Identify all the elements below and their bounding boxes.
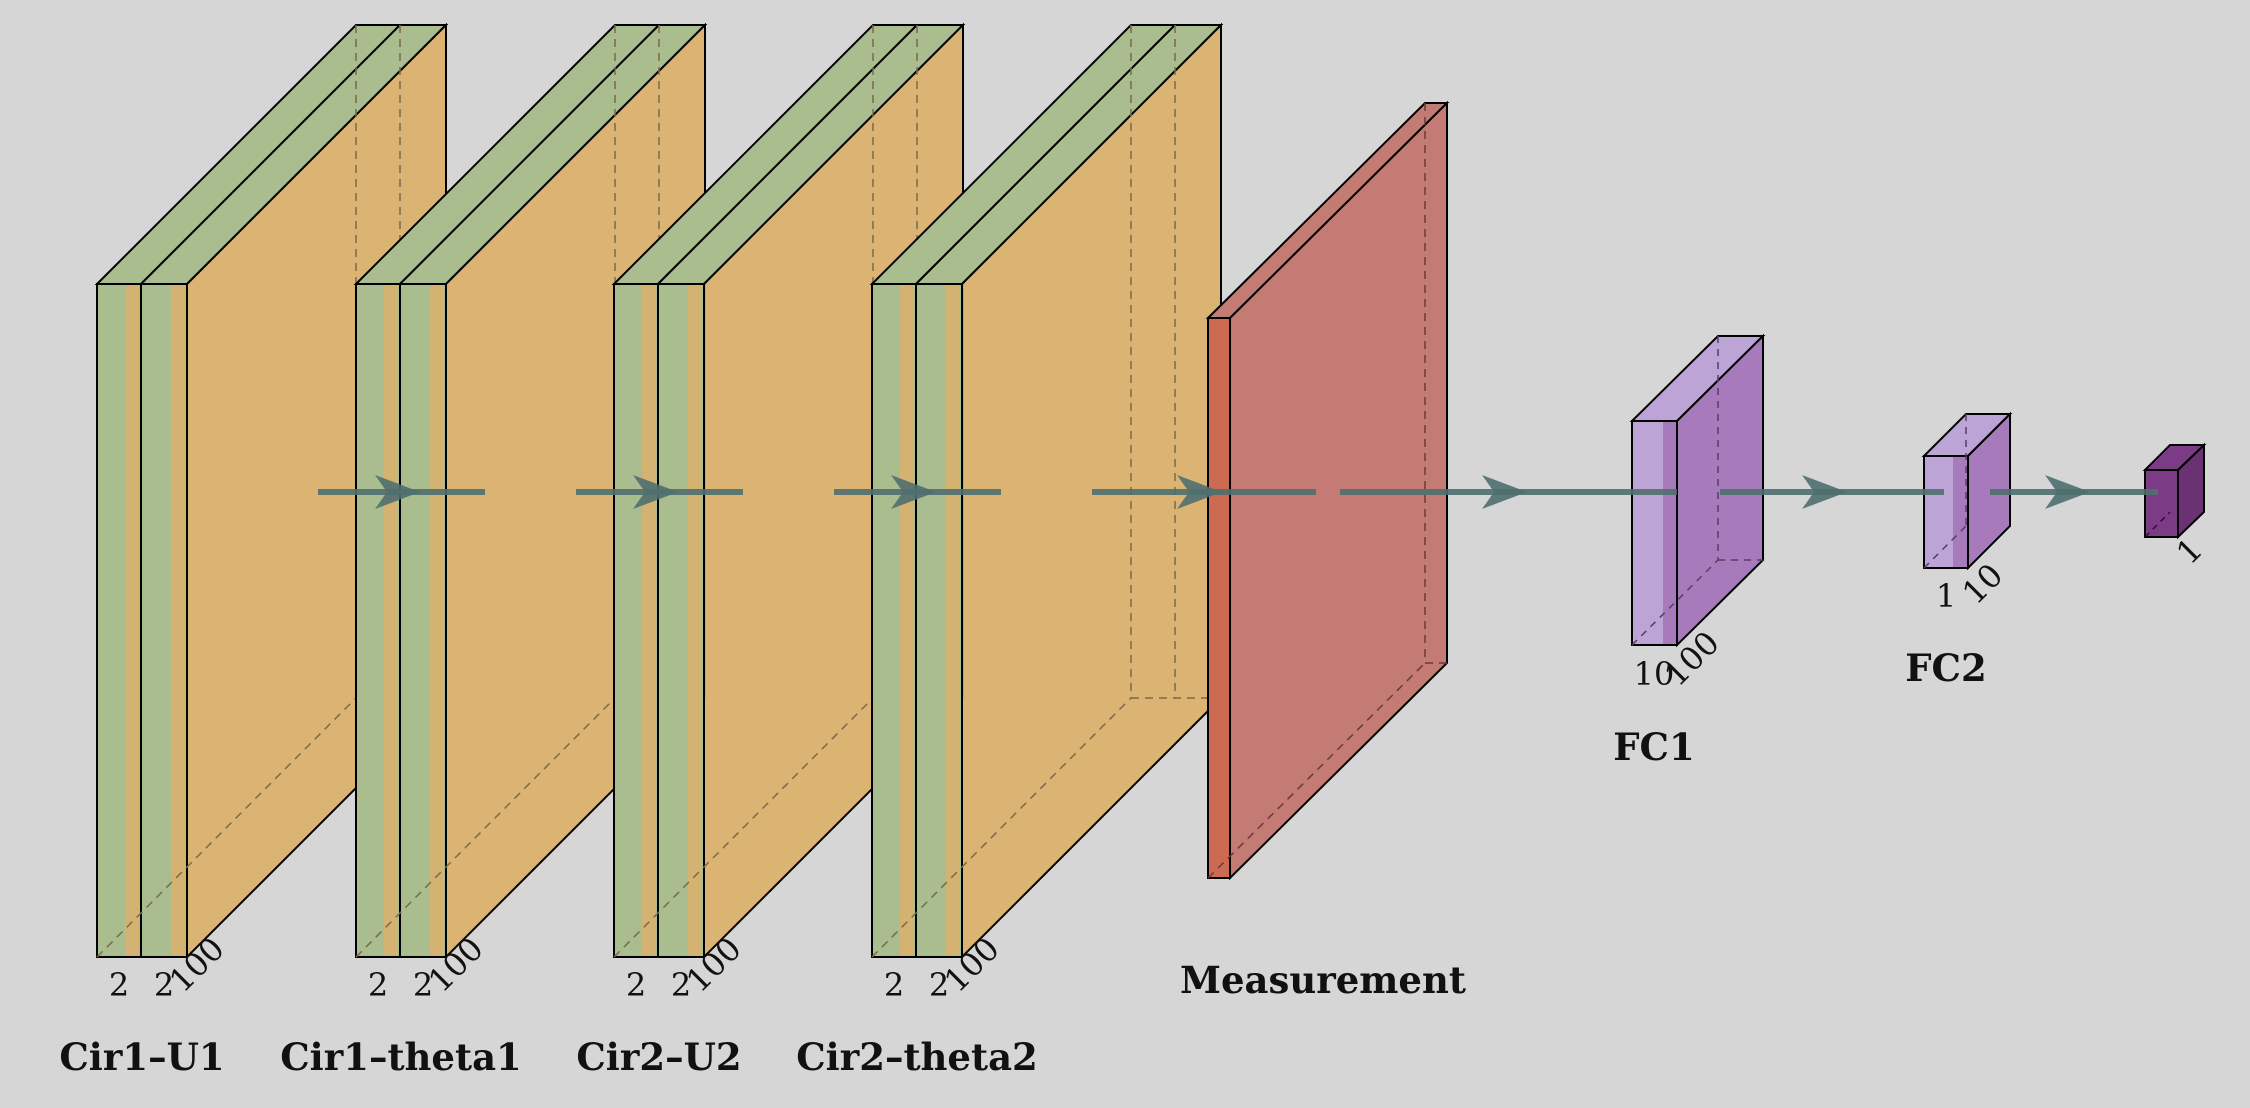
cir2-u2-dim-2: 2 bbox=[671, 966, 691, 1004]
cir1-theta1-slab-1 bbox=[353, 24, 662, 958]
arrowhead-6 bbox=[1802, 475, 1847, 509]
cir2-u2-slab-1 bbox=[611, 24, 920, 958]
block-cir2-theta2 bbox=[869, 22, 1224, 960]
block-fc2 bbox=[1921, 411, 2013, 571]
arrow-heads bbox=[375, 475, 2090, 509]
output-side-face bbox=[2177, 442, 2205, 540]
cir2-theta2-dim-2: 2 bbox=[929, 966, 949, 1004]
cir1-u1-dim-1: 2 bbox=[109, 966, 129, 1004]
arrowhead-1 bbox=[375, 475, 420, 509]
cir2-u2-label: Cir2–U2 bbox=[576, 1035, 741, 1079]
cir1-theta1-dim-1: 2 bbox=[368, 966, 388, 1004]
measurement-front-face bbox=[1207, 317, 1231, 879]
block-measurement bbox=[1205, 100, 1450, 881]
fc2-dim-1: 1 bbox=[1936, 577, 1956, 615]
cir2-theta2-slab-1 bbox=[869, 24, 1178, 958]
cir2-u2-dim-1: 2 bbox=[626, 966, 646, 1004]
cir2-theta2-dim-1: 2 bbox=[884, 966, 904, 1004]
cir1-u1-slab-1 bbox=[94, 24, 403, 958]
arrowhead-3 bbox=[891, 475, 936, 509]
block-output bbox=[2142, 442, 2207, 540]
block-titles: Cir1–U1 Cir1–theta1 Cir2–U2 Cir2–theta2 … bbox=[59, 646, 1986, 1079]
fc2-side-face bbox=[1967, 411, 2011, 571]
cir1-u1-label: Cir1–U1 bbox=[59, 1035, 224, 1079]
cir1-theta1-label: Cir1–theta1 bbox=[280, 1035, 522, 1079]
cir2-theta2-slab-2 bbox=[913, 24, 1224, 958]
cir2-theta2-label: Cir2–theta2 bbox=[796, 1035, 1038, 1079]
measurement-label: Measurement bbox=[1180, 958, 1466, 1002]
cir1-u1-dim-2: 2 bbox=[154, 966, 174, 1004]
arrowhead-7 bbox=[2045, 475, 2090, 509]
output-front-face bbox=[2144, 469, 2179, 538]
cir2-u2-slab-2 bbox=[655, 24, 966, 958]
arrowhead-2 bbox=[633, 475, 678, 509]
cir1-u1-slab-2 bbox=[138, 24, 449, 958]
cir2-theta2-depth-face bbox=[871, 22, 1222, 960]
fc2-label: FC2 bbox=[1905, 646, 1986, 690]
arrowhead-4 bbox=[1177, 475, 1222, 509]
arrowhead-5 bbox=[1482, 475, 1527, 509]
cir1-theta1-dim-2: 2 bbox=[413, 966, 433, 1004]
cir1-theta1-slab-2 bbox=[397, 24, 708, 958]
fc1-dim-1: 10 bbox=[1634, 655, 1675, 693]
fc1-label: FC1 bbox=[1613, 725, 1694, 769]
